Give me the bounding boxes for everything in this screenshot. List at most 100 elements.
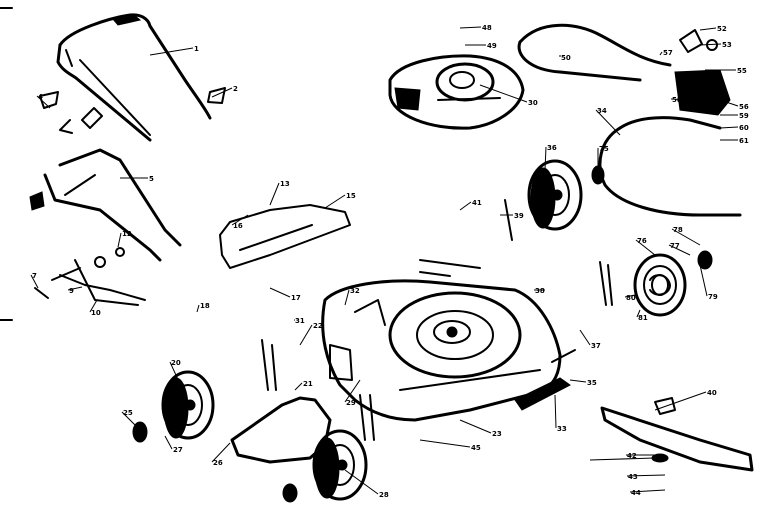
leader-line-60 <box>719 126 739 129</box>
callout-55: 55 <box>737 67 747 75</box>
callout-50: 50 <box>561 54 571 62</box>
leader-line-21 <box>294 382 303 391</box>
callout-1: 1 <box>194 45 199 53</box>
leader-line-9 <box>67 286 83 291</box>
leader-line-76 <box>635 239 656 256</box>
callout-28: 28 <box>379 491 389 499</box>
engine <box>388 54 525 130</box>
hub-caps <box>132 165 713 503</box>
leader-line-37 <box>579 329 591 346</box>
upper-handle <box>56 13 212 142</box>
leader-line-80 <box>624 294 636 298</box>
callout-76: 76 <box>637 237 647 245</box>
leader-line-32 <box>344 289 350 306</box>
wheel-rear-right <box>527 159 583 231</box>
callout-52: 52 <box>717 25 727 33</box>
callout-49: 49 <box>487 42 497 50</box>
callout-29: 29 <box>346 399 356 407</box>
callout-39: 39 <box>514 212 524 220</box>
callout-7: 7 <box>32 272 37 280</box>
leader-line-62 <box>589 457 655 461</box>
leader-line-44 <box>629 489 666 493</box>
callout-45: 45 <box>471 444 481 452</box>
leader-line-35 <box>569 379 587 383</box>
lower-handle <box>29 148 182 262</box>
leader-line-1 <box>149 47 194 56</box>
callout-10: 10 <box>91 309 101 317</box>
callout-18: 18 <box>200 302 210 310</box>
leader-line-45 <box>419 439 471 448</box>
callout-57: 57 <box>663 49 673 57</box>
callout-53: 53 <box>722 41 732 49</box>
leader-line-48 <box>459 26 482 29</box>
callout-32: 32 <box>350 287 360 295</box>
callout-27: 27 <box>173 446 183 454</box>
handle-hardware <box>39 87 226 134</box>
callout-56: 56 <box>739 103 749 111</box>
leader-line-40 <box>654 391 707 411</box>
callout-43: 43 <box>628 473 638 481</box>
leader-line-18 <box>196 304 200 313</box>
callout-80: 80 <box>626 294 636 302</box>
callout-20: 20 <box>171 359 181 367</box>
callout-42: 42 <box>627 452 637 460</box>
leader-line-53 <box>699 43 722 46</box>
leader-line-29 <box>344 379 361 403</box>
leader-line-13 <box>269 182 280 206</box>
callout-81: 81 <box>638 314 648 322</box>
callout-44: 44 <box>631 489 641 497</box>
leader-line-58 <box>670 98 691 101</box>
callout-4: 4 <box>38 93 43 101</box>
left-edge-ticks <box>0 7 13 321</box>
callout-22: 22 <box>313 322 323 330</box>
callout-36: 36 <box>547 144 557 152</box>
leader-line-20 <box>169 361 186 396</box>
callout-62: 62 <box>655 455 665 463</box>
leader-line-81 <box>636 309 641 318</box>
callout-37: 37 <box>591 342 601 350</box>
discharge-chute <box>219 204 351 269</box>
callout-13: 13 <box>280 180 290 188</box>
wheel-rear-left <box>161 370 215 440</box>
callout-16: 16 <box>233 222 243 230</box>
height-adjuster <box>34 247 146 306</box>
wheel-front-right <box>633 253 687 317</box>
callout-5: 5 <box>149 175 154 183</box>
callout-33: 33 <box>557 425 567 433</box>
leader-line-25 <box>121 411 141 431</box>
callout-25: 25 <box>123 409 133 417</box>
callout-58: 58 <box>672 96 682 104</box>
leader-line-57 <box>659 51 663 56</box>
leader-line-56 <box>719 99 739 107</box>
leader-line-15 <box>324 194 346 209</box>
callout-31: 31 <box>295 317 305 325</box>
leader-line-10 <box>89 299 98 313</box>
callout-9: 9 <box>69 287 74 295</box>
callout-34: 34 <box>597 107 607 115</box>
callout-78: 78 <box>673 226 683 234</box>
callout-17: 17 <box>291 294 301 302</box>
deck-height-levers <box>261 199 613 441</box>
leader-line-30 <box>479 84 528 103</box>
leader-line-36 <box>544 146 547 171</box>
callout-48: 48 <box>482 24 492 32</box>
callout-30: 30 <box>528 99 538 107</box>
callout-26: 26 <box>213 459 223 467</box>
leader-line-23 <box>459 419 492 434</box>
leader-line-77 <box>668 244 691 256</box>
leader-line-41 <box>459 201 472 211</box>
wheel-front-left <box>312 429 368 501</box>
mower-deck <box>321 259 562 422</box>
callout-75: 75 <box>599 145 609 153</box>
leader-line-7 <box>30 274 39 289</box>
callout-35: 35 <box>587 379 597 387</box>
callout-40: 40 <box>707 389 717 397</box>
leader-lines <box>30 26 739 495</box>
callout-labels: 1245791012131516171820212223252627282930… <box>32 24 749 499</box>
callout-79: 79 <box>708 293 718 301</box>
leader-line-43 <box>626 474 666 477</box>
callout-2: 2 <box>233 85 238 93</box>
blade <box>600 397 754 472</box>
leader-line-17 <box>269 287 291 298</box>
